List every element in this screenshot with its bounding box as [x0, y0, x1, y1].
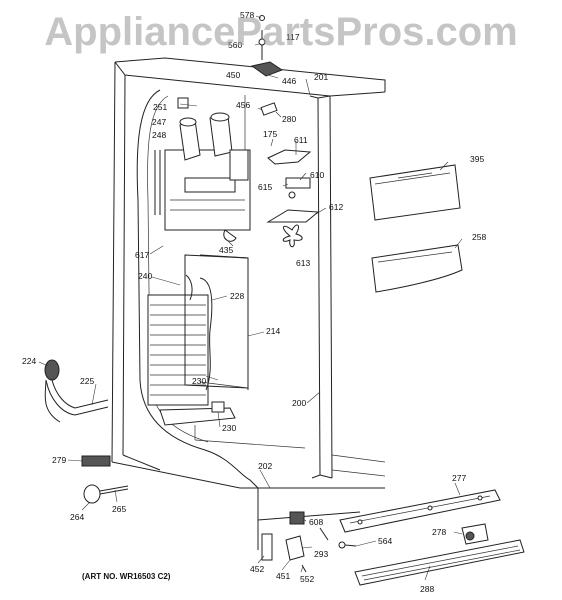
callout-612: 612: [329, 202, 343, 212]
fan-shroud-assembly: [154, 97, 251, 242]
drain-trough: [159, 401, 236, 426]
shelf-support-258: [371, 244, 463, 293]
callout-451: 451: [276, 571, 290, 581]
callout-611: 611: [294, 135, 308, 145]
callout-288: 288: [420, 584, 434, 594]
callout-615: 615: [258, 182, 272, 192]
lower-left-parts: [81, 455, 129, 504]
callout-608: 608: [309, 517, 323, 527]
callout-labels: 578 560 117 450 446 201 251 456 280 247 …: [22, 10, 486, 594]
callout-175: 175: [263, 129, 277, 139]
art-number: (ART NO. WR16503 C2): [82, 572, 171, 581]
callout-240: 240: [138, 271, 152, 281]
callout-224: 224: [22, 356, 36, 366]
callout-610: 610: [310, 170, 324, 180]
callout-456: 456: [236, 100, 250, 110]
damper-control-parts: [260, 102, 320, 248]
callout-395: 395: [470, 154, 484, 164]
base-rail: [338, 489, 501, 549]
callout-214: 214: [266, 326, 280, 336]
callout-201: 201: [314, 72, 328, 82]
roller-and-hinge-parts: [261, 511, 329, 573]
callout-251: 251: [153, 102, 167, 112]
callout-560: 560: [228, 40, 242, 50]
callout-564: 564: [378, 536, 392, 546]
callout-264: 264: [70, 512, 84, 522]
callout-552: 552: [300, 574, 314, 584]
callout-446: 446: [282, 76, 296, 86]
callout-293: 293: [314, 549, 328, 559]
callout-200: 200: [292, 398, 306, 408]
drain-tube: [44, 359, 109, 423]
callout-277: 277: [452, 473, 466, 483]
callout-230-lower: 230: [222, 423, 236, 433]
top-hinge: [250, 15, 284, 77]
cabinet-shell: [111, 57, 386, 550]
callout-280: 280: [282, 114, 296, 124]
callout-278: 278: [432, 527, 446, 537]
callout-230-upper: 230: [192, 376, 206, 386]
leader-lines: [38, 15, 463, 581]
evaporator-coil: [147, 274, 213, 406]
callout-248: 248: [152, 130, 166, 140]
callout-117: 117: [286, 32, 300, 42]
callout-258: 258: [472, 232, 486, 242]
callout-617: 617: [135, 250, 149, 260]
callout-202: 202: [258, 461, 272, 471]
callout-435: 435: [219, 245, 233, 255]
callout-452: 452: [250, 564, 264, 574]
callout-265: 265: [112, 504, 126, 514]
callout-613: 613: [296, 258, 310, 268]
callout-279: 279: [52, 455, 66, 465]
callout-450: 450: [226, 70, 240, 80]
shelf-support-395: [369, 164, 461, 221]
callout-578: 578: [240, 10, 254, 20]
callout-225: 225: [80, 376, 94, 386]
evaporator-cover: [184, 254, 249, 390]
toe-grille: [354, 539, 525, 586]
callout-247: 247: [152, 117, 166, 127]
callout-228: 228: [230, 291, 244, 301]
